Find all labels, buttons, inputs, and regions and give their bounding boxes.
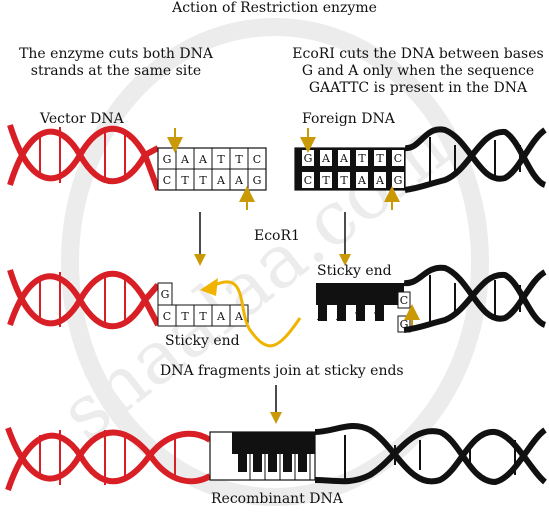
cut-left-bottom-base: T xyxy=(199,310,207,323)
right-note-line-3: GAATTC is present in the DNA xyxy=(308,80,528,96)
vector-top-base: A xyxy=(180,153,190,166)
foreign-top-base: A xyxy=(339,152,349,165)
vector-bottom-base: T xyxy=(199,174,207,187)
vector-bottom-base: G xyxy=(253,174,262,187)
foreign-bottom-base: A xyxy=(357,174,367,187)
left-note-line-2: strands at the same site xyxy=(30,63,202,79)
sticky-end-left-label: Sticky end xyxy=(165,333,240,349)
joining-curve xyxy=(214,280,302,348)
foreign-bottom-base: A xyxy=(375,174,385,187)
foreign-top-base: C xyxy=(394,152,402,165)
foreign-top-base: A xyxy=(321,152,331,165)
vector-dna-helix xyxy=(7,124,161,192)
joining-curve-head xyxy=(200,278,218,296)
cut-right-end-base: G xyxy=(400,318,409,331)
enzyme-label: EcoR1 xyxy=(254,228,300,244)
recombinant-label: Recombinant DNA xyxy=(211,491,343,507)
recombinant-black-helix xyxy=(314,423,548,486)
vector-top-base: T xyxy=(217,153,225,166)
foreign-top-base: G xyxy=(304,152,313,165)
join-caption: DNA fragments join at sticky ends xyxy=(160,363,404,379)
foreign-bottom-base: C xyxy=(304,174,312,187)
vector-bottom-base: T xyxy=(181,174,189,187)
vector-top-base: A xyxy=(198,153,208,166)
right-note-line-2: G and A only when the sequence xyxy=(301,63,535,79)
page-title: Action of Restriction enzyme xyxy=(172,0,377,16)
left-note-line-1: The enzyme cuts both DNA xyxy=(19,46,213,62)
cut-left-top-base: G xyxy=(161,288,170,301)
vector-top-base: T xyxy=(235,153,243,166)
cut-right-bottom-base: T xyxy=(355,310,363,323)
cut-left-bottom-base: A xyxy=(234,310,244,323)
vector-bottom-base: A xyxy=(216,174,226,187)
cut-foreign-helix xyxy=(403,264,547,333)
foreign-bottom-base: T xyxy=(322,174,330,187)
cut-vector-helix xyxy=(7,269,161,330)
cut-left-bottom-base: C xyxy=(163,310,171,323)
foreign-dna-label: Foreign DNA xyxy=(302,111,395,127)
cut-right-bottom-base: A xyxy=(335,310,345,323)
cut-left-bottom-base: T xyxy=(181,310,189,323)
right-note-line-1: EcoRI cuts the DNA between bases xyxy=(292,46,544,62)
foreign-bottom-base: T xyxy=(340,174,348,187)
foreign-top-base: T xyxy=(376,152,384,165)
sticky-end-right-label: Sticky end xyxy=(317,263,392,279)
foreign-top-base: T xyxy=(358,152,366,165)
foreign-dna-helix xyxy=(404,126,547,193)
cut-left-bottom-base: A xyxy=(216,310,226,323)
cut-right-bottom-base: T xyxy=(374,310,382,323)
cut-right-top-base: C xyxy=(400,294,408,307)
vector-top-base: G xyxy=(163,153,172,166)
watermark: shaalaa.com xyxy=(45,18,489,506)
vector-dna-label: Vector DNA xyxy=(40,111,124,127)
recombinant-red-helix xyxy=(5,426,212,491)
recombinant-junction xyxy=(209,431,316,481)
vector-top-base: C xyxy=(253,153,261,166)
vector-bottom-base: A xyxy=(234,174,244,187)
cut-right-bottom-base: A xyxy=(316,310,326,323)
vector-bottom-base: C xyxy=(163,174,171,187)
foreign-bottom-base: G xyxy=(394,174,403,187)
